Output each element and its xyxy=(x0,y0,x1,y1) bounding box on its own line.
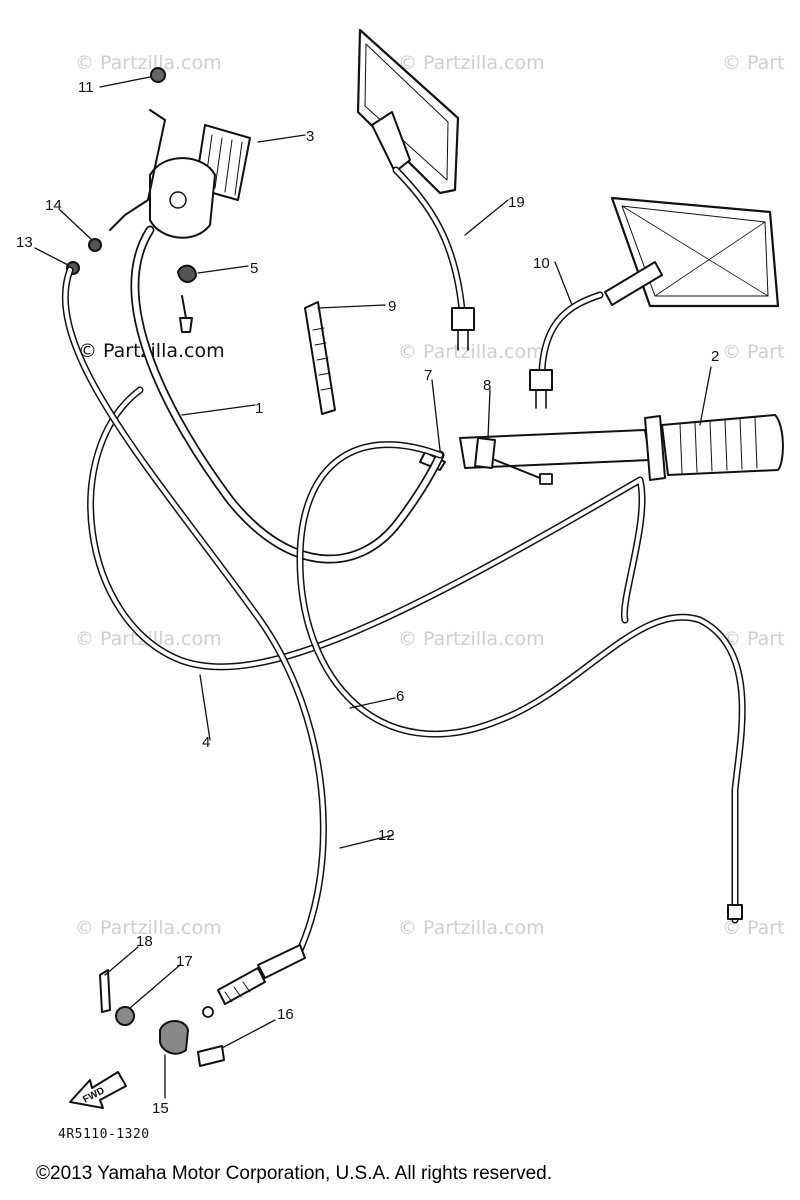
diagram-code: 4R5110-1320 xyxy=(58,1127,150,1142)
watermark: © Partzilla.com xyxy=(75,917,222,939)
callout-12: 12 xyxy=(378,827,395,844)
watermark: © Partzilla.com xyxy=(398,341,545,363)
callout-17: 17 xyxy=(176,953,193,970)
left-grip xyxy=(459,414,784,481)
callout-19: 19 xyxy=(508,194,525,211)
right-mirror xyxy=(529,196,780,409)
callout-16: 16 xyxy=(277,1006,294,1023)
watermark-partial: © Part xyxy=(722,917,785,939)
callout-labels: 1 2 3 4 5 6 7 8 9 10 11 12 13 14 15 16 1… xyxy=(16,79,719,1117)
watermark: © Partzilla.com xyxy=(398,917,545,939)
callout-18: 18 xyxy=(136,933,153,950)
left-mirror xyxy=(356,28,475,351)
watermark: © Partzilla.com xyxy=(75,52,222,74)
callout-5: 5 xyxy=(250,260,258,277)
callout-3: 3 xyxy=(306,128,314,145)
callout-7: 7 xyxy=(424,367,432,384)
callout-4: 4 xyxy=(202,734,210,751)
fwd-arrow-icon xyxy=(69,1071,127,1109)
callout-1: 1 xyxy=(255,400,263,417)
watermark: © Partzilla.com xyxy=(398,52,545,74)
callout-9: 9 xyxy=(388,298,396,315)
callout-13: 13 xyxy=(16,234,33,251)
watermark-partial: © Part xyxy=(722,628,785,650)
callout-2: 2 xyxy=(711,348,719,365)
callout-15: 15 xyxy=(152,1100,169,1117)
watermark-partial: © Part xyxy=(722,341,785,363)
copyright-notice: ©2013 Yamaha Motor Corporation, U.S.A. A… xyxy=(36,1163,552,1184)
throttle-grip-assembly xyxy=(109,109,251,239)
callout-8: 8 xyxy=(483,377,491,394)
callout-6: 6 xyxy=(396,688,404,705)
watermark-partial: © Part xyxy=(722,52,785,74)
watermark: © Partzilla.com xyxy=(398,628,545,650)
callout-14: 14 xyxy=(45,197,62,214)
callout-11: 11 xyxy=(78,79,94,96)
callout-10: 10 xyxy=(533,255,550,272)
